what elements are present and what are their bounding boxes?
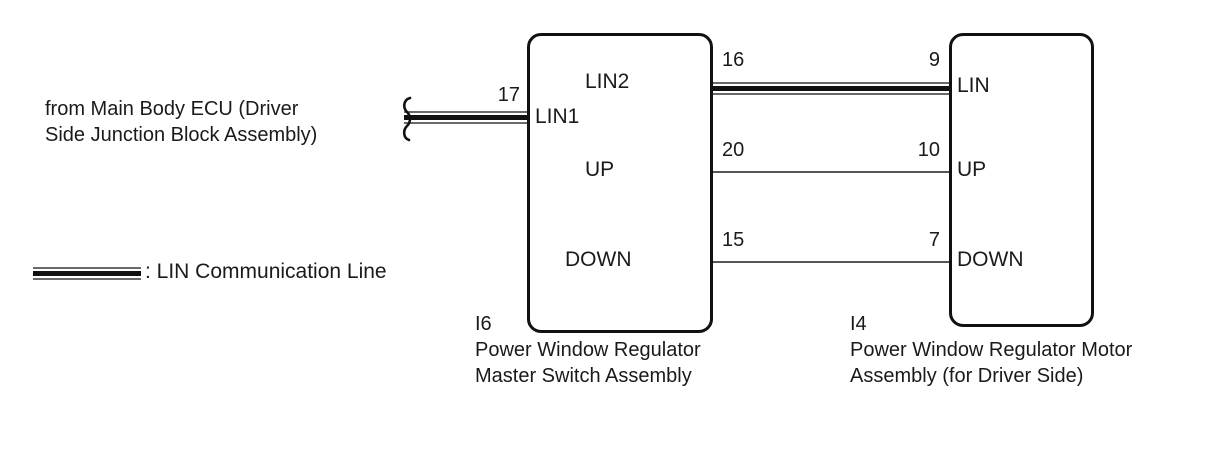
legend-label: : LIN Communication Line [145,260,387,283]
pin-number-15: 15 [722,229,745,251]
pin-number-16: 16 [722,49,745,71]
caption-motor-assembly: I4 Power Window Regulator Motor Assembly… [850,311,1132,389]
pin-label-down-motor: DOWN [957,248,1024,271]
component-code-i6: I6 [475,313,492,335]
pin-number-9: 9 [928,49,940,71]
legend-core [33,271,141,276]
wire-thin-bottom [711,93,951,95]
component-power-window-regulator-master-switch[interactable] [527,33,713,333]
wire-lin-incoming [404,111,532,124]
caption-master-switch: I6 Power Window Regulator Master Switch … [475,311,701,389]
component-name-master-switch: Power Window Regulator Master Switch Ass… [475,339,701,387]
wire-up-master-to-motor [711,171,951,173]
pin-label-up-motor: UP [957,158,987,181]
legend-thin-bottom [33,278,141,280]
pin-label-up-master: UP [585,158,615,181]
wire-thin-top [404,111,532,113]
legend-thin-top [33,267,141,269]
pin-label-lin-motor: LIN [957,74,990,97]
wire-down-master-to-motor [711,261,951,263]
wire-core [404,115,532,120]
pin-label-down-master: DOWN [565,248,632,271]
component-power-window-regulator-motor[interactable] [949,33,1094,327]
wire-thin-top [711,82,951,84]
pin-number-7: 7 [928,229,940,251]
pin-number-17: 17 [497,84,520,106]
pin-label-lin1: LIN1 [535,105,580,128]
pin-number-10: 10 [917,139,940,161]
lin-communication-line-symbol-icon [33,267,141,280]
component-name-motor-assembly: Power Window Regulator Motor Assembly (f… [850,339,1133,387]
wire-thin-bottom [404,122,532,124]
pin-number-20: 20 [722,139,745,161]
wire-break-hook-icon [402,96,412,142]
wire-core [711,86,951,91]
pin-label-lin2: LIN2 [585,70,630,93]
wire-lin-master-to-motor [711,82,951,95]
component-code-i4: I4 [850,313,867,335]
source-note-text: from Main Body ECU (Driver Side Junction… [45,98,318,146]
